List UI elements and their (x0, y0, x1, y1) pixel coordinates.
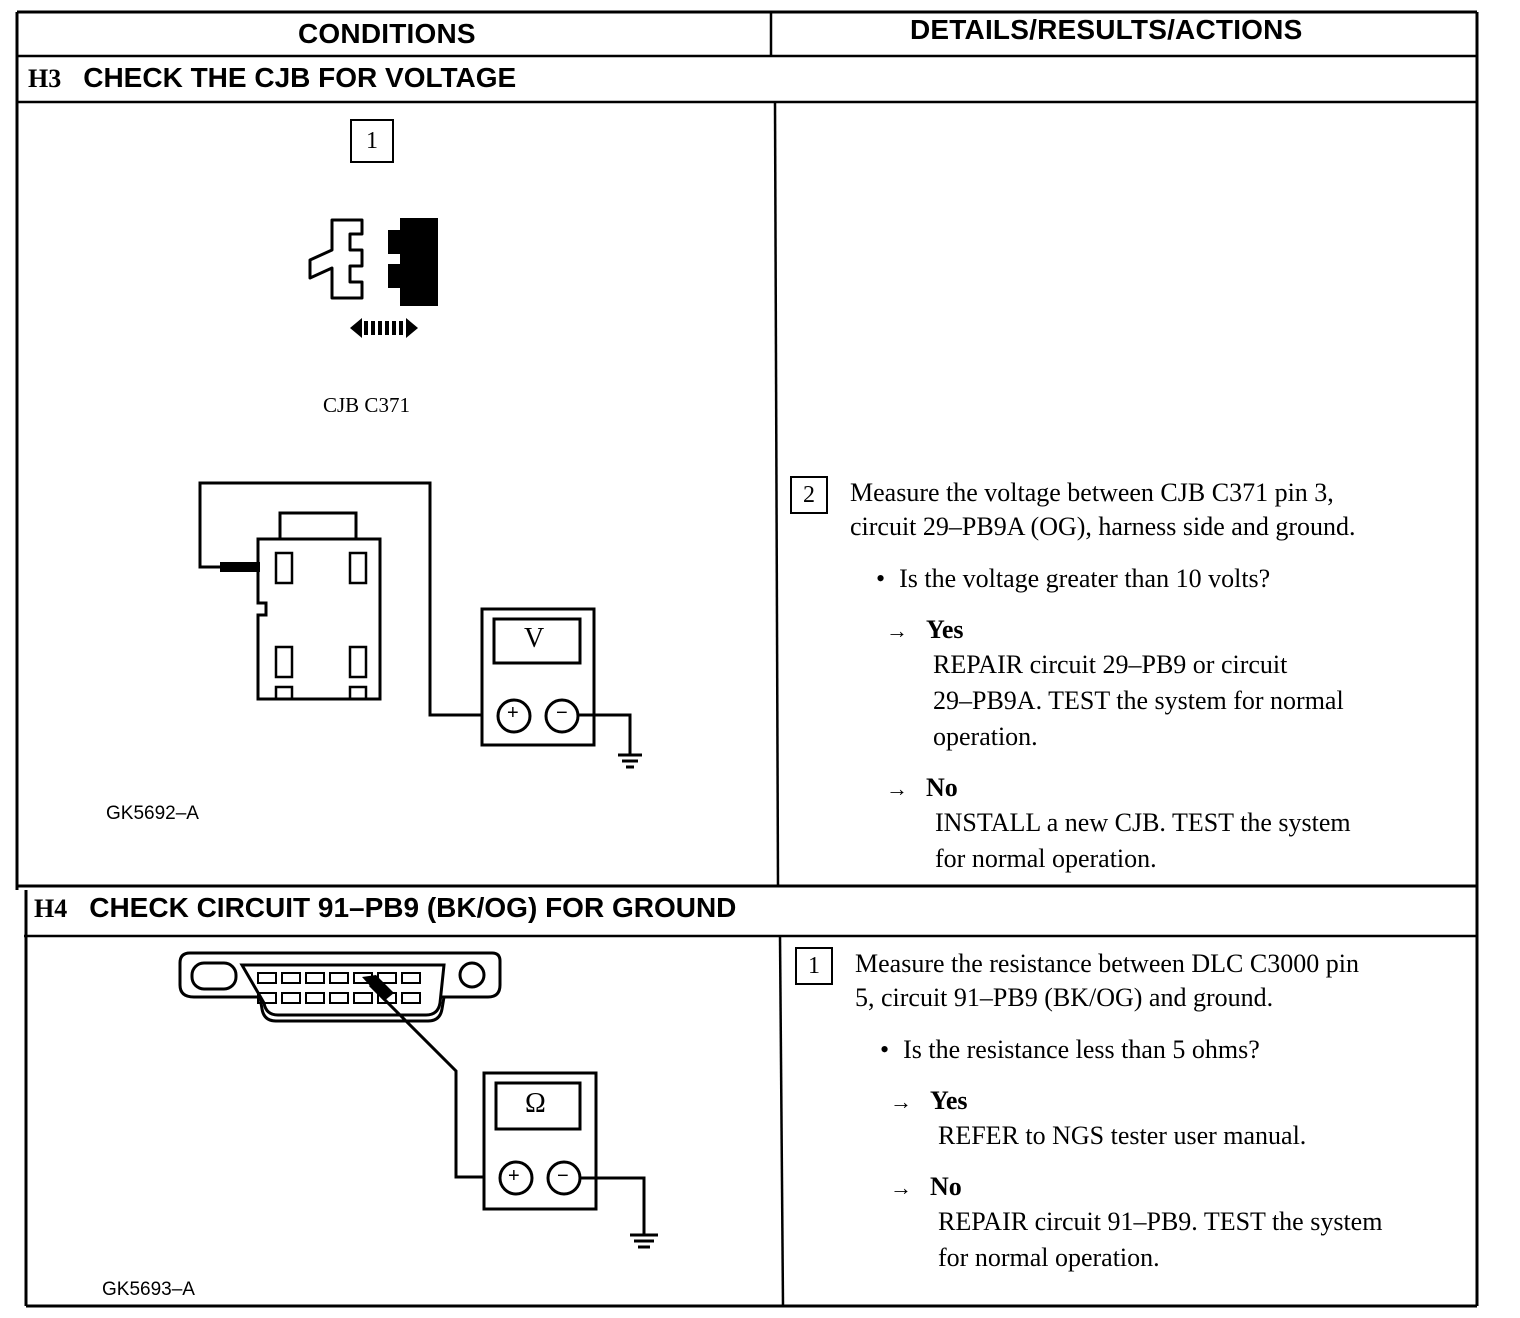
bullet-icon: • (880, 1035, 890, 1064)
bullet-icon: • (876, 564, 886, 593)
h4-step-box: 1 (795, 947, 833, 985)
h3-yes-line-3: operation. (933, 722, 1038, 751)
h3-section-title: H3 CHECK THE CJB FOR VOLTAGE (28, 62, 516, 94)
h3-yes-line-1: REPAIR circuit 29–PB9 or circuit (933, 650, 1288, 679)
arrow-right-icon: → (886, 776, 908, 801)
h3-meter-minus: − (556, 702, 568, 724)
h3-step-line-1: Measure the voltage between CJB C371 pin… (850, 478, 1334, 507)
h3-figure-id: GK5692–A (106, 803, 199, 824)
h4-section-title: H4 CHECK CIRCUIT 91–PB9 (BK/OG) FOR GROUN… (34, 892, 736, 924)
h3-connector-label: CJB C371 (323, 393, 410, 417)
details-header: DETAILS/RESULTS/ACTIONS (910, 14, 1303, 45)
h4-yes-line-1: REFER to NGS tester user manual. (938, 1121, 1307, 1150)
conditions-header: CONDITIONS (298, 18, 476, 49)
h4-no-line-2: for normal operation. (938, 1243, 1160, 1272)
h4-ohmmeter-diagram (178, 951, 658, 1249)
h3-question-text: Is the voltage greater than 10 volts? (899, 564, 1271, 593)
h4-figure-id: GK5693–A (102, 1279, 195, 1300)
h3-no-block: → No (886, 770, 958, 807)
h4-yes-label: Yes (930, 1086, 968, 1115)
h4-no-block: → No (890, 1169, 962, 1206)
h4-no-line-1: REPAIR circuit 91–PB9. TEST the system (938, 1207, 1383, 1236)
h3-question: • Is the voltage greater than 10 volts? (876, 562, 1270, 596)
arrow-right-icon: → (890, 1089, 912, 1114)
h3-no-line-1: INSTALL a new CJB. TEST the system (935, 808, 1351, 837)
h4-question: • Is the resistance less than 5 ohms? (880, 1033, 1260, 1067)
h3-title: CHECK THE CJB FOR VOLTAGE (83, 62, 517, 93)
h3-figure-step-box: 1 (350, 119, 394, 163)
h3-step-line-2: circuit 29–PB9A (OG), harness side and g… (850, 512, 1356, 541)
h4-tag: H4 (34, 894, 68, 923)
h3-tag: H3 (28, 64, 62, 93)
h3-yes-block: → Yes (886, 612, 964, 649)
arrow-right-icon: → (886, 618, 908, 643)
h3-meter-plus: + (507, 702, 519, 724)
h4-title: CHECK CIRCUIT 91–PB9 (BK/OG) FOR GROUND (89, 892, 737, 923)
h3-yes-line-2: 29–PB9A. TEST the system for normal (933, 686, 1344, 715)
h3-voltmeter-diagram (198, 481, 642, 769)
h3-meter-symbol: V (524, 623, 545, 654)
h4-yes-block: → Yes (890, 1083, 968, 1120)
h3-no-label: No (926, 773, 958, 802)
h4-meter-plus: + (508, 1165, 520, 1187)
arrow-right-icon: → (890, 1175, 912, 1200)
h4-meter-symbol: Ω (525, 1088, 546, 1119)
h4-step-line-1: Measure the resistance between DLC C3000… (855, 949, 1359, 978)
h3-step-box: 2 (790, 476, 828, 514)
h4-meter-minus: − (557, 1165, 569, 1187)
h4-question-text: Is the resistance less than 5 ohms? (903, 1035, 1260, 1064)
h4-step-line-2: 5, circuit 91–PB9 (BK/OG) and ground. (855, 983, 1274, 1012)
connector-disconnect-icon (308, 218, 438, 338)
h3-no-line-2: for normal operation. (935, 844, 1157, 873)
h4-no-label: No (930, 1172, 962, 1201)
h3-yes-label: Yes (926, 615, 964, 644)
